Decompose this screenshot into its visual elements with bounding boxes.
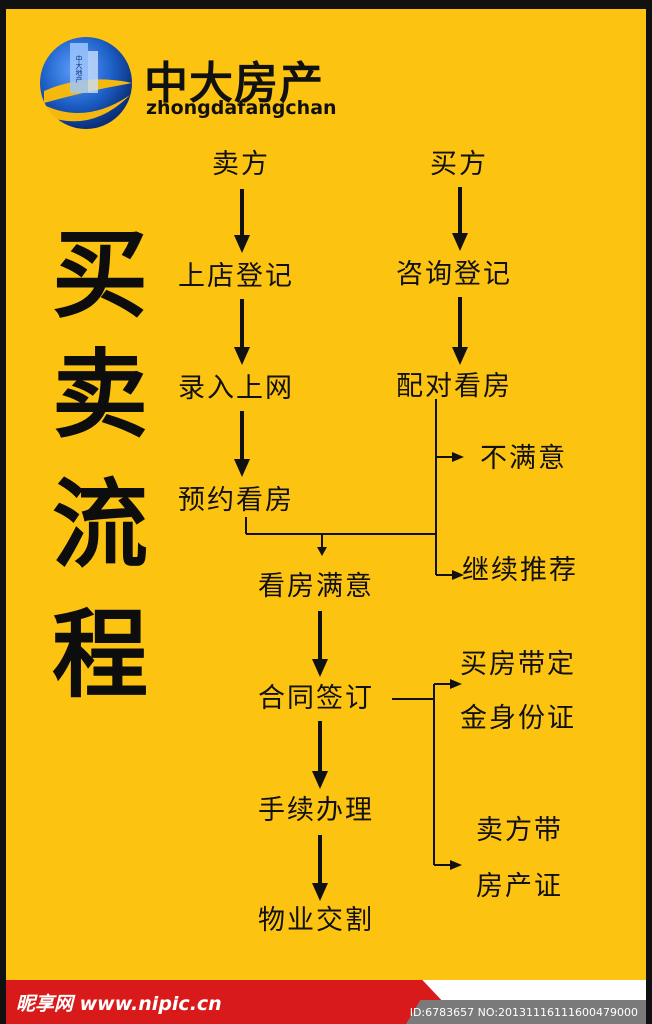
node-viewing-satisfied: 看房满意 [258,571,374,602]
node-seller: 卖方 [212,149,270,180]
node-not-satisfied: 不满意 [480,443,567,474]
globe-logo-icon: 中大地产 [40,37,132,129]
node-store-registration: 上店登记 [178,261,294,292]
node-buyer: 买方 [430,149,488,180]
brand-pinyin: zhongdafangchan [146,97,337,119]
title-char-1: 买 [52,219,148,331]
flow-connectors [234,187,468,901]
note-seller-line-2: 房产证 [476,871,563,902]
title-char-3: 流 [52,469,148,581]
title-char-2: 卖 [52,339,148,451]
node-book-viewing: 预约看房 [178,485,294,516]
brand-name: 中大房产 [144,58,324,109]
node-inquiry-registration: 咨询登记 [396,259,512,290]
node-online-listing: 录入上网 [178,373,294,404]
note-buyer-line-1: 买房带定 [460,649,576,680]
node-property-handover: 物业交割 [258,905,374,936]
node-procedures: 手续办理 [258,795,374,826]
node-continue-recommend: 继续推荐 [462,555,578,586]
footer-image-id: ID:6783657 NO:20131116111600479000 [409,1006,638,1019]
node-match-viewing: 配对看房 [396,371,512,402]
footer-site[interactable]: 昵享网 www.nipic.cn [16,993,222,1015]
note-buyer-line-2: 金身份证 [460,703,576,734]
note-seller-line-1: 卖方带 [476,815,563,846]
logo-text: 中大地产 [75,54,83,84]
node-contract-signing: 合同签订 [258,683,374,714]
title-char-4: 程 [52,599,148,711]
footer-id-strip [406,1000,646,1024]
